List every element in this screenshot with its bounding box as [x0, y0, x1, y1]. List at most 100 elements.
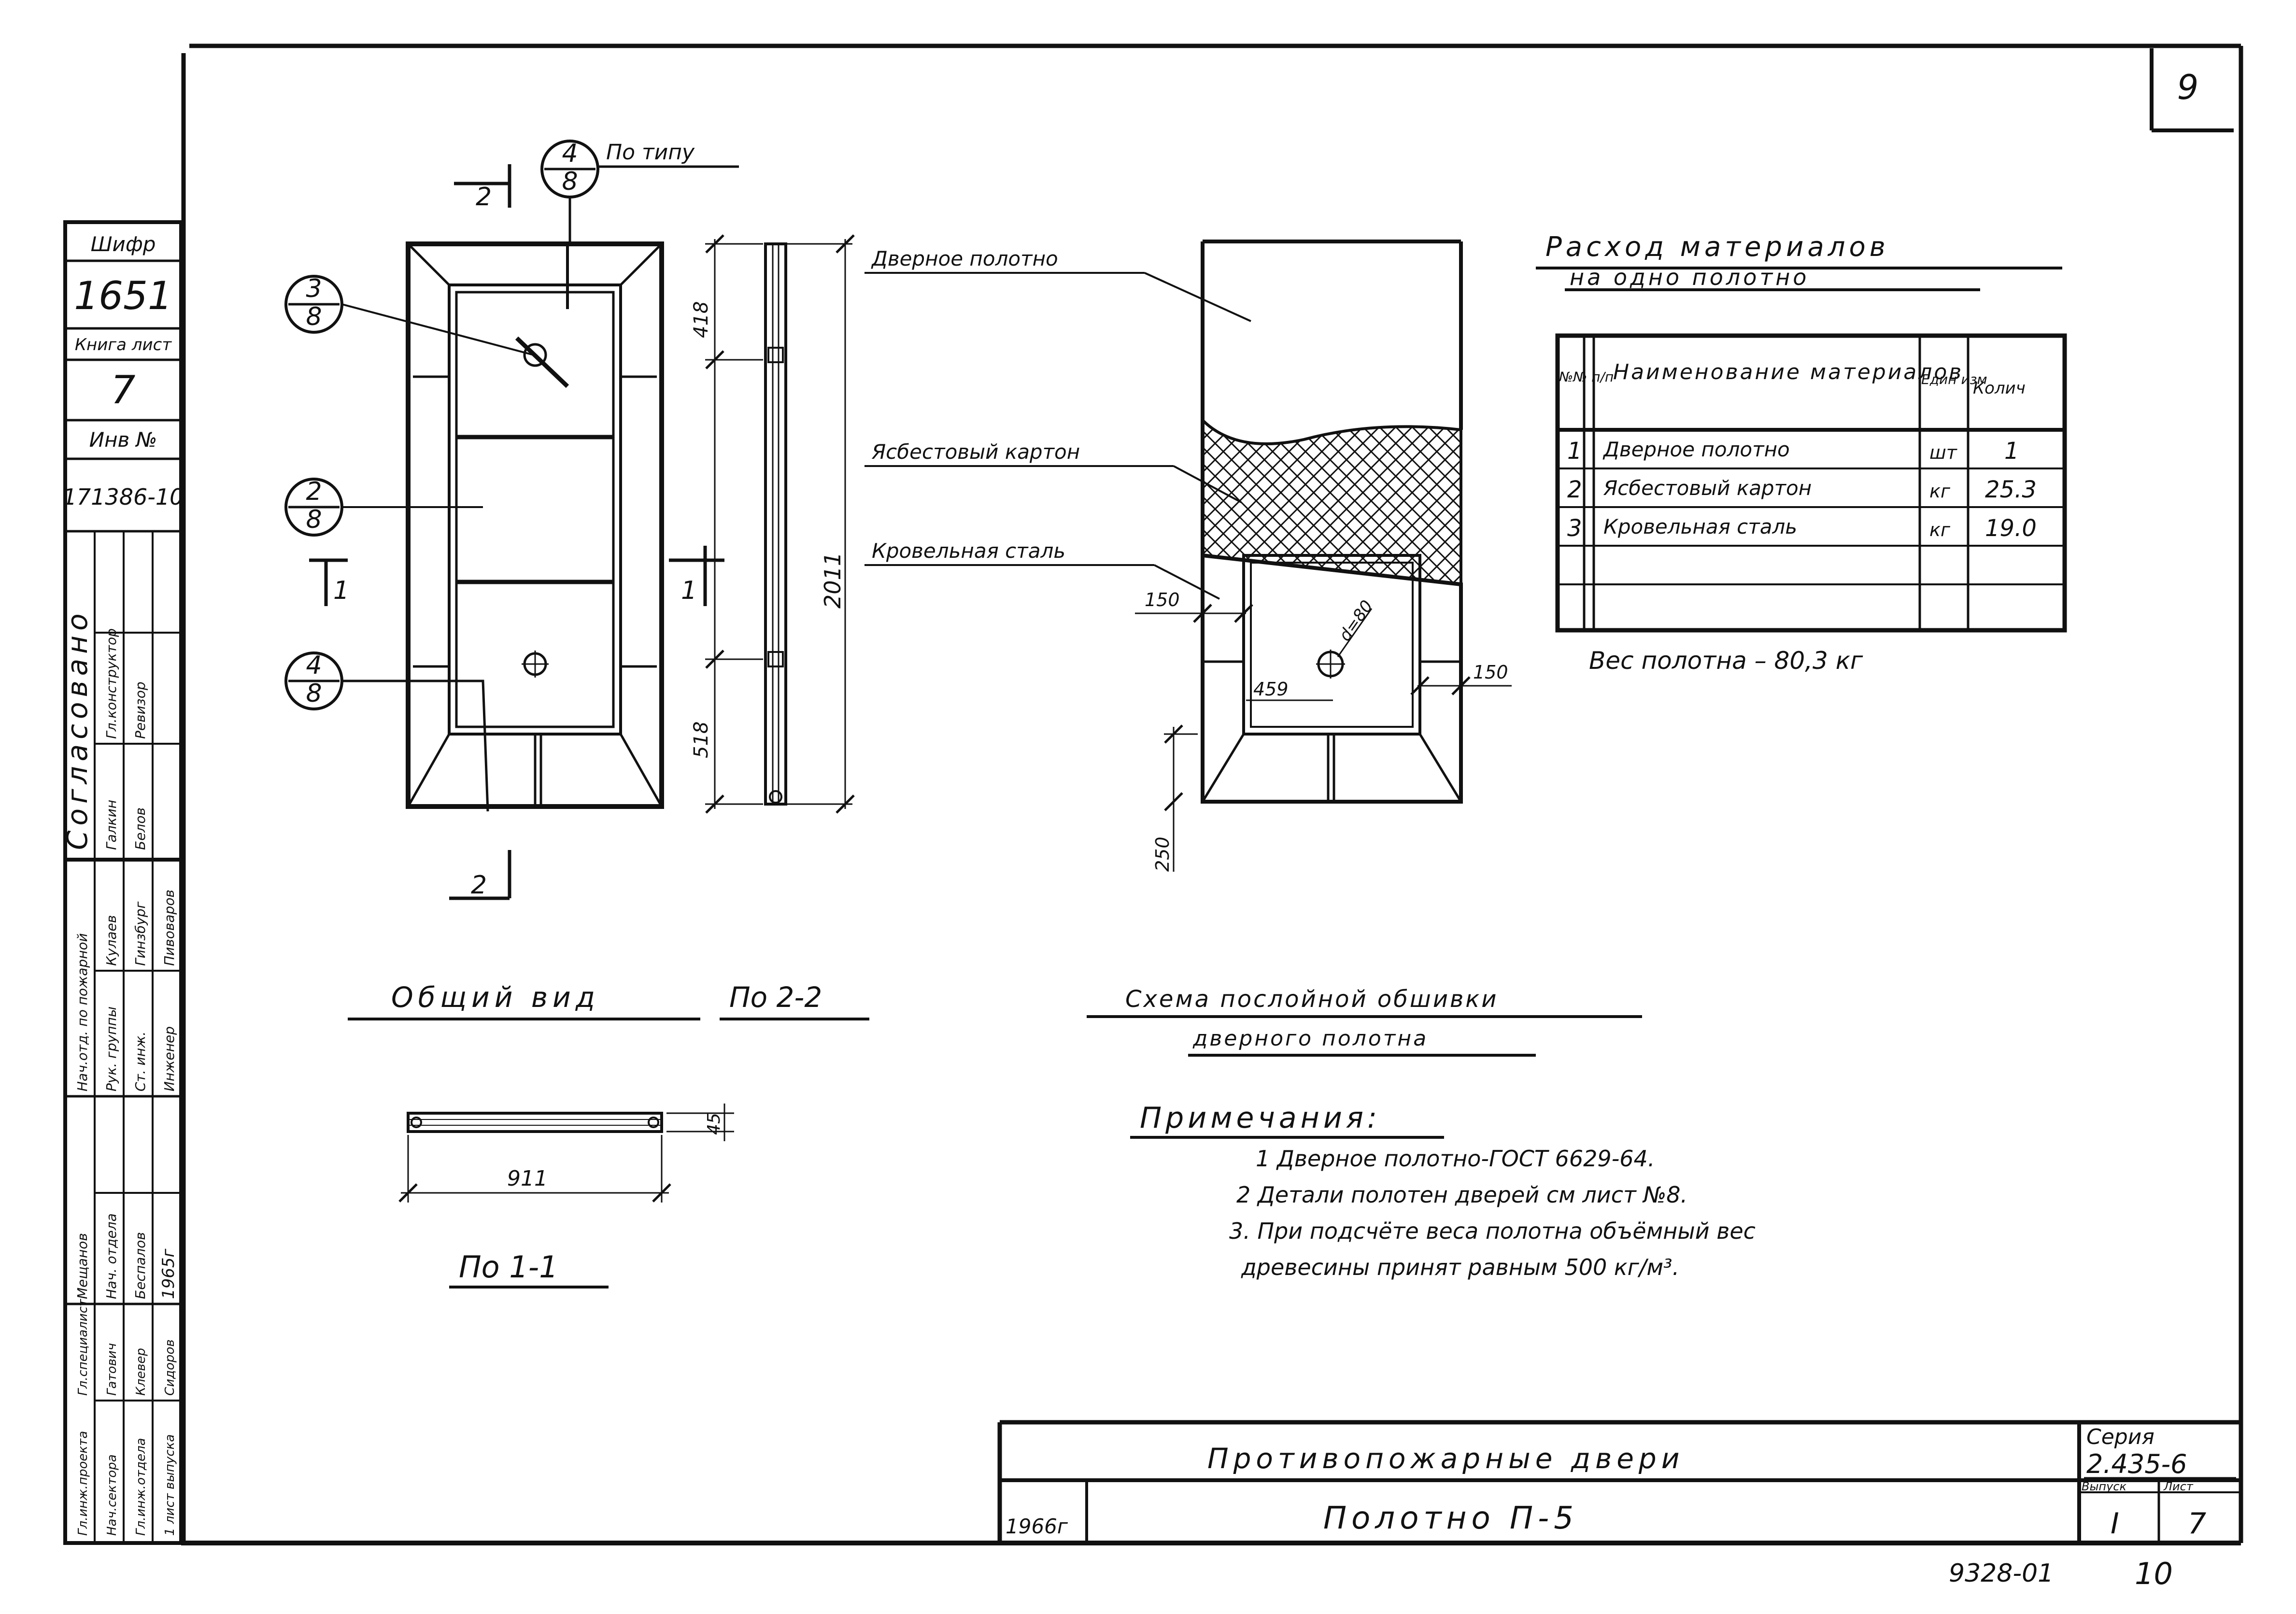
bottom-role-4: Гл.специалист [76, 1299, 90, 1396]
soglasovano-label: Согласовано [61, 609, 94, 850]
vypusk-note: 1 лист выпуска [163, 1434, 177, 1536]
section-1-left-label: 1 [333, 576, 349, 605]
list-label: Лист [2163, 1480, 2194, 1493]
table-title-line2: на одно полотно [1570, 264, 1809, 290]
year-text: 1966г [1006, 1515, 1068, 1538]
section-mark-2-bottom: 2 [449, 850, 511, 900]
callout-2-8-den: 8 [306, 505, 322, 534]
sign-role-3: Ст. инж. [132, 1032, 148, 1091]
dim-911: 911 [507, 1166, 548, 1191]
subtitle-text: Полотно П-5 [1323, 1501, 1578, 1536]
agree-name-3: Ревизор [132, 681, 148, 739]
section-mark-2-top: 2 [454, 164, 511, 212]
sign-name-3: Пивоваров [161, 890, 177, 966]
section-1-1: 911 45 По 1-1 [398, 1104, 734, 1288]
bottom-name-3: Сидоров [163, 1339, 177, 1396]
notes-title: Примечания: [1140, 1101, 1381, 1135]
materials-table: Расход материалов на одно полотно №№ п/п… [1536, 231, 2067, 675]
callout-4-8-bottom: 4 8 [284, 651, 489, 812]
weight-note: Вес полотна – 80,3 кг [1589, 647, 1863, 675]
list-value: 7 [2188, 1507, 2206, 1541]
sign-name-4: Мещанов [74, 1233, 90, 1299]
section-2-bottom-label: 2 [471, 871, 487, 900]
sheet-frame [181, 43, 2243, 1545]
door-elevation [406, 241, 664, 809]
callout-3-8-num: 3 [306, 274, 322, 303]
row3-name: Кровельная сталь [1603, 515, 1797, 538]
dim-2011: 2011 [820, 552, 846, 609]
section-mark-1-right: 1 [669, 546, 724, 606]
footer: 9328-01 10 [1949, 1556, 2173, 1591]
section-2-top-label: 2 [476, 183, 492, 212]
sheet-number-box: 9 [2150, 48, 2234, 132]
po-tipu-label: По типу [606, 140, 695, 165]
sheet-number: 9 [2177, 68, 2199, 107]
note-1: 1 Дверное полотно-ГОСТ 6629-64. [1256, 1146, 1655, 1172]
row2-qty: 25.3 [1985, 476, 2037, 503]
section-mark-1-left: 1 [309, 558, 349, 606]
callout-4-8-bottom-den: 8 [306, 679, 322, 708]
bottom-role-2: Нач.сектора [105, 1454, 119, 1536]
callout-3-8: 3 8 [284, 274, 534, 356]
bottom-name-2: Клевер [134, 1348, 148, 1396]
general-view-captions: Общий вид По 2-2 [348, 981, 869, 1020]
dim-459: 459 [1253, 679, 1289, 700]
footer-page: 10 [2135, 1556, 2173, 1591]
shifr-value: 1651 [74, 273, 172, 318]
label-asbestos: Ясбестовый картон [871, 440, 1080, 464]
row1-num: 1 [1567, 438, 1582, 465]
note-2: 2 Детали полотен дверей см лист №8. [1236, 1182, 1687, 1208]
scheme-caption: Схема послойной обшивки дверного полотна [1087, 986, 1642, 1057]
note-4: древесины принят равным 500 кг/м³. [1241, 1254, 1679, 1280]
layer-scheme: d=80 [1201, 240, 1463, 804]
callout-2-8: 2 8 [284, 477, 483, 537]
agree-name-2: Галкин [103, 800, 119, 850]
inv-value: 171386-10 [63, 484, 184, 510]
row1-unit: шт [1929, 442, 1958, 463]
footer-code: 9328-01 [1949, 1559, 2054, 1588]
sign-role-1: Нач.отд. по пожарной [74, 933, 90, 1091]
dimension-chain-vertical: 418 518 2011 [690, 234, 855, 814]
dim-45: 45 [704, 1113, 724, 1135]
row3-qty: 19.0 [1985, 515, 2037, 542]
vypusk-value: I [2111, 1507, 2119, 1541]
shifr-label: Шифр [91, 232, 156, 256]
callout-4-8-top-num: 4 [562, 139, 578, 168]
header-qty: Колич [1973, 379, 2026, 398]
row3-unit: кг [1929, 519, 1951, 540]
inv-label: Инв № [89, 428, 157, 452]
callout-4-8-top: 4 8 По типу [540, 139, 739, 244]
agree-name-1: Гл.конструктор [103, 628, 119, 739]
row1-qty: 1 [2004, 438, 2019, 465]
row2-num: 2 [1567, 476, 1582, 503]
scheme-dimensions: 150 150 459 250 250 [1135, 589, 1512, 872]
sign-role-5: Нач. отдела [103, 1213, 119, 1299]
notes: Примечания: 1 Дверное полотно-ГОСТ 6629-… [1130, 1101, 1756, 1280]
sign-name-5: Беспалов [132, 1232, 148, 1299]
dim-150-right: 150 [1473, 662, 1508, 683]
general-view-caption: Общий вид [391, 981, 600, 1014]
row2-unit: кг [1929, 481, 1951, 502]
vypusk-label: Выпуск [2082, 1480, 2127, 1493]
note-3: 3. При подсчёте веса полотна объёмный ве… [1229, 1218, 1756, 1244]
bottom-role-1: Гл.инж.проекта [76, 1431, 90, 1536]
dim-418: 418 [690, 301, 712, 338]
year-cell: 1965г [159, 1248, 178, 1299]
sign-name-1: Кулаев [103, 915, 119, 966]
label-steel: Кровельная сталь [872, 539, 1065, 563]
row3-num: 3 [1567, 515, 1582, 542]
seria-label: Серия [2086, 1425, 2154, 1449]
callout-3-8-den: 8 [306, 302, 322, 331]
row2-name: Ясбестовый картон [1603, 476, 1812, 500]
agree-name-4: Белов [132, 807, 148, 850]
title-block: Противопожарные двери Полотно П-5 1966г … [997, 1420, 2241, 1543]
door-side-section [764, 242, 787, 806]
scheme-caption-line1: Схема послойной обшивки [1125, 986, 1498, 1013]
dim-250-label: 250 [1152, 836, 1173, 872]
bottom-role-3: Гл.инж.отдела [134, 1438, 148, 1536]
label-door-leaf: Дверное полотно [871, 247, 1058, 270]
sign-role-2: Рук. группы [103, 1006, 119, 1091]
header-name: Наименование материалов [1613, 360, 1963, 384]
sign-role-4: Инженер [161, 1026, 177, 1091]
section-1-right-label: 1 [681, 576, 697, 605]
